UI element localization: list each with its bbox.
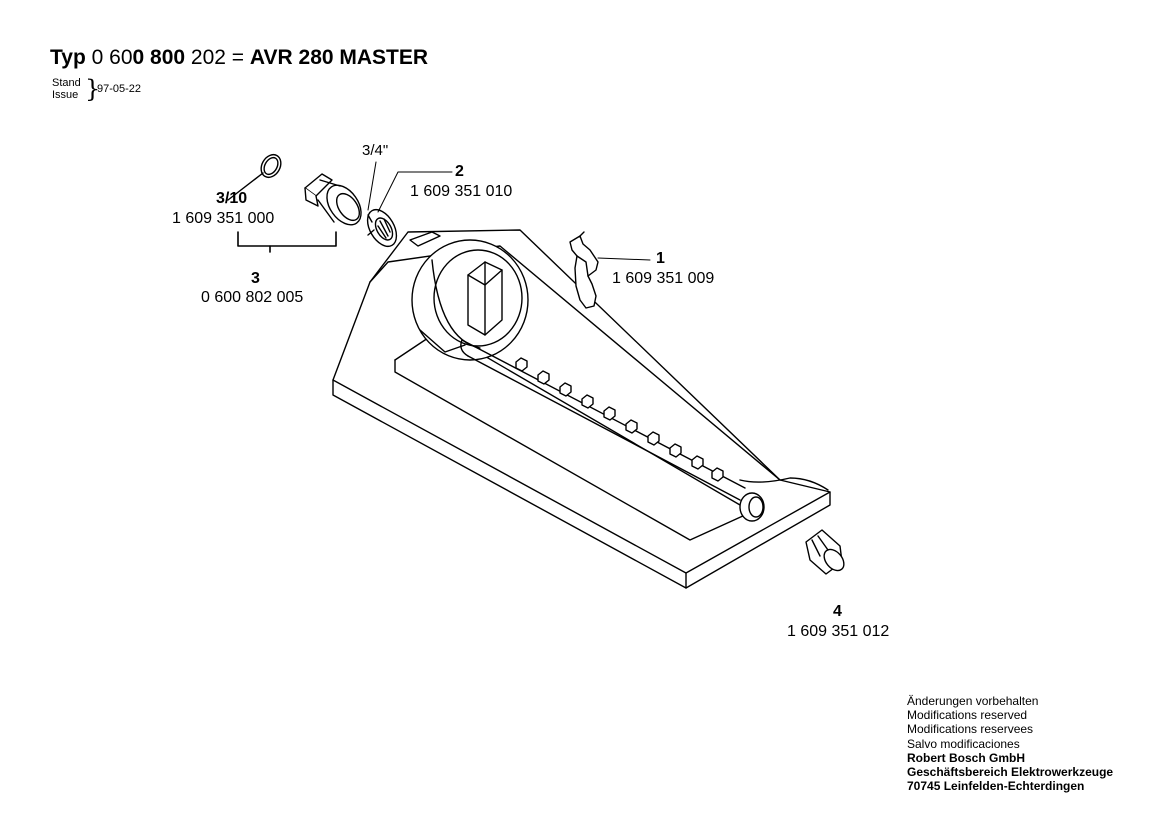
nozzle — [691, 455, 704, 470]
part-label-1: 1 — [656, 250, 665, 268]
page-title: Typ 0 600 800 202 = AVR 280 MASTER — [50, 46, 428, 70]
notice-french: Modifications reservees — [907, 722, 1034, 737]
footer-notice: Änderungen vorbehalten Modifications res… — [907, 694, 1113, 793]
issue-date: 97-05-22 — [97, 83, 142, 95]
company-division: Geschäftsbereich Elektrowerkzeuge — [907, 765, 1114, 780]
part-number-3-10: 1 609 351 000 — [172, 210, 275, 227]
part-1-adjustment-lever — [569, 231, 599, 309]
leader-part-1 — [597, 257, 651, 261]
part-3-hose-connector — [304, 173, 362, 226]
leader-lines — [367, 161, 651, 261]
nozzle — [625, 419, 638, 434]
notice-german: Änderungen vorbehalten — [907, 694, 1039, 708]
nozzle — [711, 467, 724, 482]
part-3-10-seal-ring — [227, 153, 282, 201]
part-ref: 4 — [833, 603, 842, 620]
part-2-filter — [366, 208, 398, 248]
nozzle — [603, 406, 616, 421]
nozzle-row — [515, 357, 724, 482]
part-number-4: 1 609 351 012 — [787, 623, 890, 640]
type-number-part3: 202 — [190, 46, 226, 69]
part-label-3-10: 3/10 — [216, 190, 247, 208]
typ-label: Typ — [50, 46, 86, 69]
bracket-part-3 — [237, 231, 337, 253]
nozzle — [537, 370, 550, 385]
equals-sign: = — [231, 46, 245, 69]
company-address: 70745 Leinfelden-Echterdingen — [907, 779, 1085, 794]
part-ref: 3/10 — [216, 190, 248, 207]
type-number-part2: 0 800 — [132, 46, 186, 69]
part-ref: 3 — [251, 270, 260, 287]
brace-icon: } — [85, 75, 101, 103]
thread-size-label: 3/4" — [362, 142, 389, 159]
part-number-3: 0 600 802 005 — [201, 289, 304, 306]
leader-thread — [367, 161, 377, 211]
type-number-part1: 0 60 — [91, 46, 133, 69]
nozzle — [515, 357, 528, 372]
part-4-end-plug — [805, 529, 845, 575]
notice-spanish: Salvo modificaciones — [907, 736, 1020, 751]
nozzle — [559, 382, 572, 397]
part-label-2: 2 — [455, 163, 515, 181]
nozzle — [669, 443, 682, 458]
issue-label: Issue — [52, 89, 79, 101]
nozzle — [647, 431, 660, 446]
part-number-2: 1 609 351 010 — [410, 183, 513, 200]
model-name: AVR 280 MASTER — [249, 46, 429, 69]
part-ref: 1 — [656, 250, 665, 267]
issue-block: Stand Issue } 97-05-22 — [52, 77, 141, 101]
notice-english: Modifications reserved — [907, 708, 1028, 723]
part-number-1: 1 609 351 009 — [612, 270, 715, 287]
nozzle — [581, 394, 594, 409]
leader-part-2 — [377, 171, 453, 213]
part-label-4: 4 — [833, 603, 842, 621]
stand-label: Stand — [52, 77, 81, 89]
part-ref: 2 — [455, 163, 464, 180]
part-label-3: 3 — [251, 270, 260, 288]
company-name: Robert Bosch GmbH — [907, 750, 1026, 765]
